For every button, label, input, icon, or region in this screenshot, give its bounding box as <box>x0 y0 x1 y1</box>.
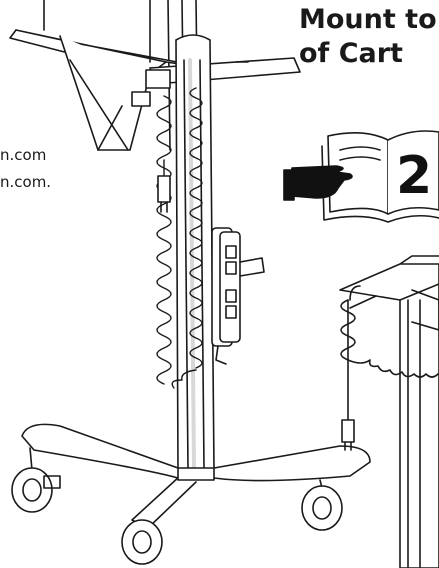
power-plug <box>157 175 171 213</box>
cart-column <box>175 34 215 471</box>
open-book-icon <box>321 130 439 223</box>
step-number: 2 <box>396 146 433 206</box>
mounting-bar <box>131 57 301 107</box>
work-shelf <box>9 0 221 151</box>
cart-detail-view <box>339 255 439 568</box>
coiled-cord <box>156 87 203 389</box>
caster-wheel-left <box>11 447 61 513</box>
step-heading: Mount to I of Cart <box>299 3 439 71</box>
caster-wheel-front <box>121 519 163 565</box>
website-url-fragment: n.com <box>0 146 47 164</box>
power-strip <box>211 227 265 365</box>
heading-line-1: Mount to I <box>299 4 439 35</box>
website-url-fragment: n.com. <box>0 173 52 191</box>
caster-wheel-right <box>301 479 343 531</box>
pointing-hand-icon <box>283 165 353 201</box>
cart-base <box>21 423 371 529</box>
heading-line-2: of Cart <box>299 38 403 69</box>
